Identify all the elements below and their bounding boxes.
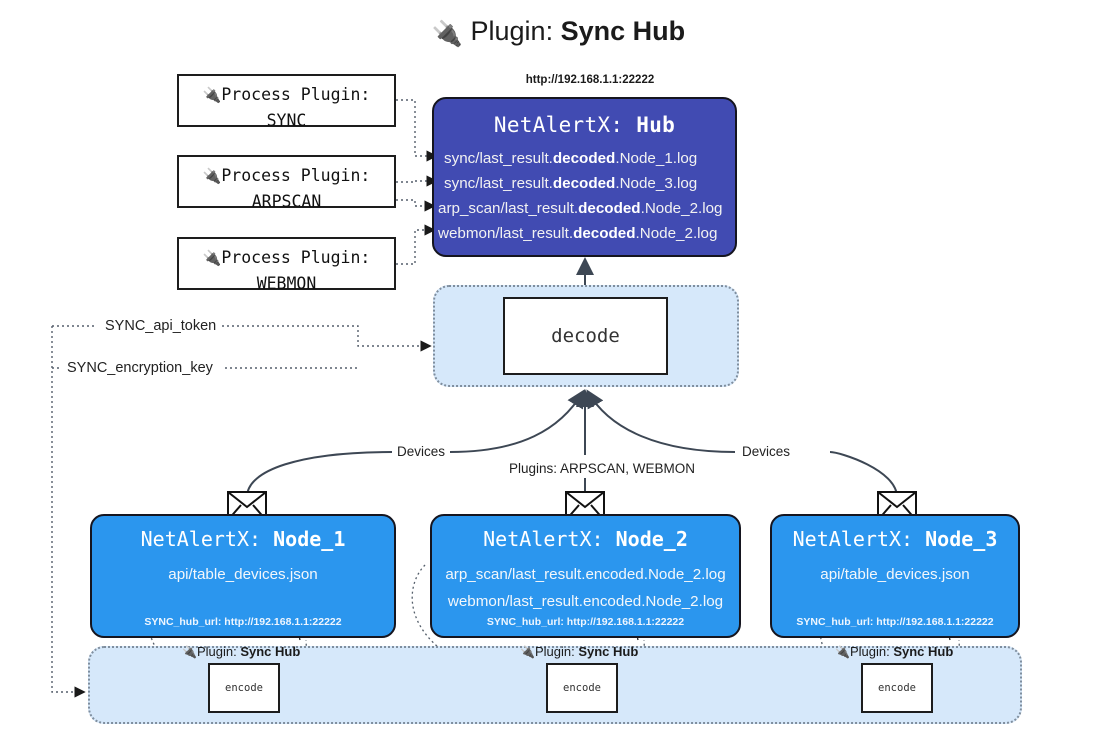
process-plugin-name: WEBMON bbox=[256, 274, 317, 293]
encode-box-node-2[interactable]: encode bbox=[546, 663, 618, 713]
encoder-plugin-label: Plugin: bbox=[534, 644, 575, 659]
hub-log-row: sync/last_result.decoded.Node_1.log bbox=[434, 146, 735, 171]
edge-label-devices-left: Devices bbox=[393, 444, 450, 459]
encoder-plugin-tag: 🔌Plugin: Sync Hub bbox=[520, 644, 638, 659]
node-box-node-1[interactable]: NetAlertX: Node_1 api/table_devices.json… bbox=[90, 514, 396, 638]
hub-url-label: http://192.168.1.1:22222 bbox=[525, 74, 655, 86]
log-post: .Node_2.log bbox=[635, 225, 718, 242]
encoder-plugin-name: Sync Hub bbox=[578, 644, 639, 659]
process-plugin-name: ARPSCAN bbox=[251, 192, 322, 211]
node-title-name: Node_2 bbox=[615, 527, 688, 551]
edge-label-devices-right: Devices bbox=[738, 444, 795, 459]
process-plugin-box-sync[interactable]: 🔌Process Plugin: SYNC bbox=[177, 74, 396, 130]
encoder-plugin-name: Sync Hub bbox=[893, 644, 954, 659]
encoder-plugin-label: Plugin: bbox=[849, 644, 890, 659]
node-file: api/table_devices.json bbox=[820, 566, 970, 583]
hub-log-row: arp_scan/last_result.decoded.Node_2.log bbox=[434, 196, 735, 221]
encoder-plugin-name: Sync Hub bbox=[240, 644, 301, 659]
log-pre: sync/last_result. bbox=[444, 150, 553, 167]
log-post: .Node_3.log bbox=[615, 175, 698, 192]
node-hub-url: SYNC_hub_url: http://192.168.1.1:22222 bbox=[486, 616, 685, 628]
log-pre: arp_scan/last_result. bbox=[438, 200, 579, 217]
decode-box[interactable]: decode bbox=[503, 297, 668, 375]
node-box-node-2[interactable]: NetAlertX: Node_2 arp_scan/last_result.e… bbox=[430, 514, 741, 638]
sync-encryption-key-label: SYNC_encryption_key bbox=[62, 360, 218, 376]
process-plugin-box-webmon[interactable]: 🔌Process Plugin: WEBMON bbox=[177, 237, 396, 293]
hub-log-list: sync/last_result.decoded.Node_1.log sync… bbox=[434, 146, 735, 246]
node-file: webmon/last_result.encoded.Node_2.log bbox=[447, 593, 724, 610]
log-post: .Node_2.log bbox=[640, 200, 723, 217]
hub-title: NetAlertX: Hub bbox=[434, 113, 735, 137]
log-mid: decoded bbox=[578, 200, 641, 217]
node-title-name: Node_3 bbox=[925, 527, 998, 551]
hub-title-prefix: NetAlertX: bbox=[493, 113, 624, 137]
node-title-name: Node_1 bbox=[273, 527, 346, 551]
node-title-prefix: NetAlertX: bbox=[140, 527, 262, 551]
node-file: api/table_devices.json bbox=[168, 566, 318, 583]
node-file-list: api/table_devices.json bbox=[92, 561, 394, 588]
log-mid: decoded bbox=[552, 150, 616, 167]
log-mid: decoded bbox=[552, 175, 616, 192]
node-title: NetAlertX: Node_3 bbox=[772, 527, 1018, 551]
plug-icon: 🔌 bbox=[182, 645, 197, 659]
encoder-plugin-tag: 🔌Plugin: Sync Hub bbox=[182, 644, 300, 659]
encode-box-node-3[interactable]: encode bbox=[861, 663, 933, 713]
node-title-prefix: NetAlertX: bbox=[483, 527, 604, 551]
plug-icon: 🔌 bbox=[202, 249, 222, 267]
hub-title-name: Hub bbox=[636, 113, 676, 137]
plug-icon: 🔌 bbox=[520, 645, 535, 659]
process-plugin-label: Process Plugin: bbox=[221, 166, 371, 185]
plug-icon: 🔌 bbox=[202, 167, 222, 185]
sync-api-token-label: SYNC_api_token bbox=[100, 318, 222, 334]
encode-box-node-1[interactable]: encode bbox=[208, 663, 280, 713]
node-hub-url: SYNC_hub_url: http://192.168.1.1:22222 bbox=[796, 616, 994, 628]
node-file: arp_scan/last_result.encoded.Node_2.log bbox=[445, 566, 726, 583]
page-title: 🔌 Plugin: Sync Hub bbox=[0, 16, 1117, 48]
node-title-prefix: NetAlertX: bbox=[792, 527, 914, 551]
node-box-node-3[interactable]: NetAlertX: Node_3 api/table_devices.json… bbox=[770, 514, 1020, 638]
log-pre: sync/last_result. bbox=[444, 175, 553, 192]
node-file-list: arp_scan/last_result.encoded.Node_2.log … bbox=[432, 561, 739, 615]
page-title-prefix: Plugin: bbox=[470, 16, 554, 46]
process-plugin-label: Process Plugin: bbox=[221, 248, 371, 267]
log-pre: webmon/last_result. bbox=[438, 225, 574, 242]
process-plugin-label: Process Plugin: bbox=[221, 85, 371, 104]
hub-log-row: webmon/last_result.decoded.Node_2.log bbox=[434, 221, 735, 246]
node-file-list: api/table_devices.json bbox=[772, 561, 1018, 588]
page-title-name: Sync Hub bbox=[560, 16, 686, 46]
plug-icon: 🔌 bbox=[835, 645, 850, 659]
process-plugin-box-arpscan[interactable]: 🔌Process Plugin: ARPSCAN bbox=[177, 155, 396, 211]
plug-icon: 🔌 bbox=[431, 20, 463, 48]
plug-icon: 🔌 bbox=[202, 86, 222, 104]
node-title: NetAlertX: Node_1 bbox=[92, 527, 394, 551]
edge-label-plugins: Plugins: ARPSCAN, WEBMON bbox=[505, 461, 700, 476]
log-post: .Node_1.log bbox=[615, 150, 698, 167]
node-hub-url: SYNC_hub_url: http://192.168.1.1:22222 bbox=[144, 616, 342, 628]
log-mid: decoded bbox=[573, 225, 636, 242]
node-title: NetAlertX: Node_2 bbox=[432, 527, 739, 551]
process-plugin-name: SYNC bbox=[266, 111, 307, 130]
hub-log-row: sync/last_result.decoded.Node_3.log bbox=[434, 171, 735, 196]
encoder-plugin-label: Plugin: bbox=[196, 644, 237, 659]
encoder-plugin-tag: 🔌Plugin: Sync Hub bbox=[835, 644, 953, 659]
hub-node-box[interactable]: NetAlertX: Hub sync/last_result.decoded.… bbox=[432, 97, 737, 257]
